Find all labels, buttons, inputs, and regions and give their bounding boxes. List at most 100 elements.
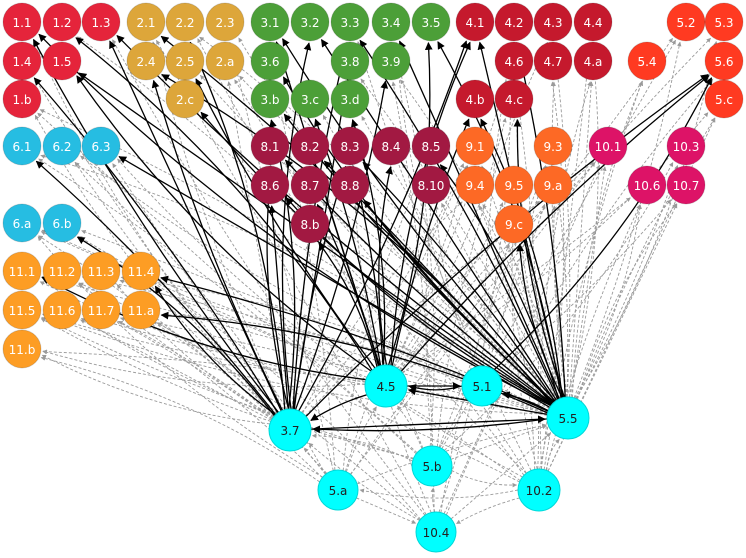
node-5-a[interactable]: 5.a — [317, 469, 359, 511]
node-circle — [455, 2, 495, 42]
node-8-4[interactable]: 8.4 — [371, 126, 411, 166]
node-2-2[interactable]: 2.2 — [165, 2, 205, 42]
node-11-1[interactable]: 11.1 — [2, 251, 42, 291]
node-circle — [290, 2, 330, 42]
node-circle — [290, 165, 330, 205]
node-4-c[interactable]: 4.c — [494, 79, 534, 119]
node-circle — [2, 251, 42, 291]
node-2-4[interactable]: 2.4 — [126, 41, 166, 81]
node-5-2[interactable]: 5.2 — [666, 2, 706, 42]
node-1-1[interactable]: 1.1 — [2, 2, 42, 42]
node-8-b[interactable]: 8.b — [290, 204, 330, 244]
node-5-c[interactable]: 5.c — [704, 79, 744, 119]
node-11-a[interactable]: 11.a — [121, 290, 161, 330]
node-9-c[interactable]: 9.c — [494, 204, 534, 244]
node-5-b[interactable]: 5.b — [411, 445, 453, 487]
node-2-a[interactable]: 2.a — [205, 41, 245, 81]
node-3-2[interactable]: 3.2 — [290, 2, 330, 42]
node-5-5[interactable]: 5.5 — [546, 396, 590, 440]
node-10-2[interactable]: 10.2 — [517, 468, 561, 512]
node-label: 3.9 — [381, 55, 400, 69]
node-8-7[interactable]: 8.7 — [290, 165, 330, 205]
node-10-3[interactable]: 10.3 — [666, 126, 706, 166]
node-3-5[interactable]: 3.5 — [411, 2, 451, 42]
node-9-1[interactable]: 9.1 — [455, 126, 495, 166]
node-6-3[interactable]: 6.3 — [81, 126, 121, 166]
node-8-8[interactable]: 8.8 — [330, 165, 370, 205]
node-11-5[interactable]: 11.5 — [2, 290, 42, 330]
node-5-6[interactable]: 5.6 — [704, 41, 744, 81]
node-label: 2.5 — [175, 55, 194, 69]
node-1-4[interactable]: 1.4 — [2, 41, 42, 81]
node-8-3[interactable]: 8.3 — [330, 126, 370, 166]
node-11-7[interactable]: 11.7 — [81, 290, 121, 330]
node-3-3[interactable]: 3.3 — [330, 2, 370, 42]
weak-edge-5.1-to-3.4 — [394, 41, 478, 367]
node-4-7[interactable]: 4.7 — [533, 41, 573, 81]
weak-edge-5.a-to-3.6 — [272, 81, 336, 471]
node-3-4[interactable]: 3.4 — [371, 2, 411, 42]
node-label: 2.3 — [215, 16, 234, 30]
node-4-5[interactable]: 4.5 — [364, 364, 408, 408]
node-10-4[interactable]: 10.4 — [415, 511, 457, 553]
node-4-3[interactable]: 4.3 — [533, 2, 573, 42]
node-2-3[interactable]: 2.3 — [205, 2, 245, 42]
node-8-6[interactable]: 8.6 — [250, 165, 290, 205]
node-label: 4.a — [584, 55, 603, 69]
node-6-2[interactable]: 6.2 — [42, 126, 82, 166]
node-9-a[interactable]: 9.a — [533, 165, 573, 205]
node-2-1[interactable]: 2.1 — [126, 2, 166, 42]
node-4-6[interactable]: 4.6 — [494, 41, 534, 81]
node-4-a[interactable]: 4.a — [573, 41, 613, 81]
node-3-7[interactable]: 3.7 — [268, 408, 312, 452]
node-2-5[interactable]: 2.5 — [165, 41, 205, 81]
node-4-b[interactable]: 4.b — [455, 79, 495, 119]
node-1-2[interactable]: 1.2 — [42, 2, 82, 42]
weak-edge-5.5-to-4.4 — [568, 42, 599, 398]
node-5-3[interactable]: 5.3 — [704, 2, 744, 42]
node-8-2[interactable]: 8.2 — [290, 126, 330, 166]
node-1-b[interactable]: 1.b — [2, 79, 42, 119]
node-6-1[interactable]: 6.1 — [2, 126, 42, 166]
node-9-3[interactable]: 9.3 — [533, 126, 573, 166]
node-10-1[interactable]: 10.1 — [588, 126, 628, 166]
node-9-5[interactable]: 9.5 — [494, 165, 534, 205]
node-8-5[interactable]: 8.5 — [411, 126, 451, 166]
node-label: 2.2 — [175, 16, 194, 30]
node-6-a[interactable]: 6.a — [2, 203, 42, 243]
node-8-10[interactable]: 8.10 — [411, 165, 451, 205]
node-2-c[interactable]: 2.c — [165, 79, 205, 119]
node-label: 5.2 — [676, 16, 695, 30]
node-10-7[interactable]: 10.7 — [666, 165, 706, 205]
node-3-c[interactable]: 3.c — [290, 79, 330, 119]
node-1-3[interactable]: 1.3 — [81, 2, 121, 42]
node-3-6[interactable]: 3.6 — [250, 41, 290, 81]
strong-edge-3.7-to-5.6 — [305, 74, 709, 417]
node-3-8[interactable]: 3.8 — [330, 41, 370, 81]
node-11-2[interactable]: 11.2 — [42, 251, 82, 291]
node-4-4[interactable]: 4.4 — [573, 2, 613, 42]
node-8-1[interactable]: 8.1 — [250, 126, 290, 166]
node-11-4[interactable]: 11.4 — [121, 251, 161, 291]
node-4-2[interactable]: 4.2 — [494, 2, 534, 42]
node-3-9[interactable]: 3.9 — [371, 41, 411, 81]
node-5-4[interactable]: 5.4 — [627, 41, 667, 81]
node-label: 10.7 — [673, 179, 700, 193]
node-circle — [517, 468, 561, 512]
node-3-d[interactable]: 3.d — [330, 79, 370, 119]
node-4-1[interactable]: 4.1 — [455, 2, 495, 42]
node-3-1[interactable]: 3.1 — [250, 2, 290, 42]
node-6-b[interactable]: 6.b — [42, 203, 82, 243]
node-11-3[interactable]: 11.3 — [81, 251, 121, 291]
node-5-1[interactable]: 5.1 — [461, 365, 503, 407]
node-11-b[interactable]: 11.b — [2, 329, 42, 369]
node-1-5[interactable]: 1.5 — [42, 41, 82, 81]
node-label: 8.1 — [260, 140, 279, 154]
node-label: 8.5 — [421, 140, 440, 154]
node-9-4[interactable]: 9.4 — [455, 165, 495, 205]
node-circle — [42, 126, 82, 166]
weak-edge-4.5-to-4.c — [394, 117, 507, 368]
node-10-6[interactable]: 10.6 — [627, 165, 667, 205]
node-11-6[interactable]: 11.6 — [42, 290, 82, 330]
node-3-b[interactable]: 3.b — [250, 79, 290, 119]
